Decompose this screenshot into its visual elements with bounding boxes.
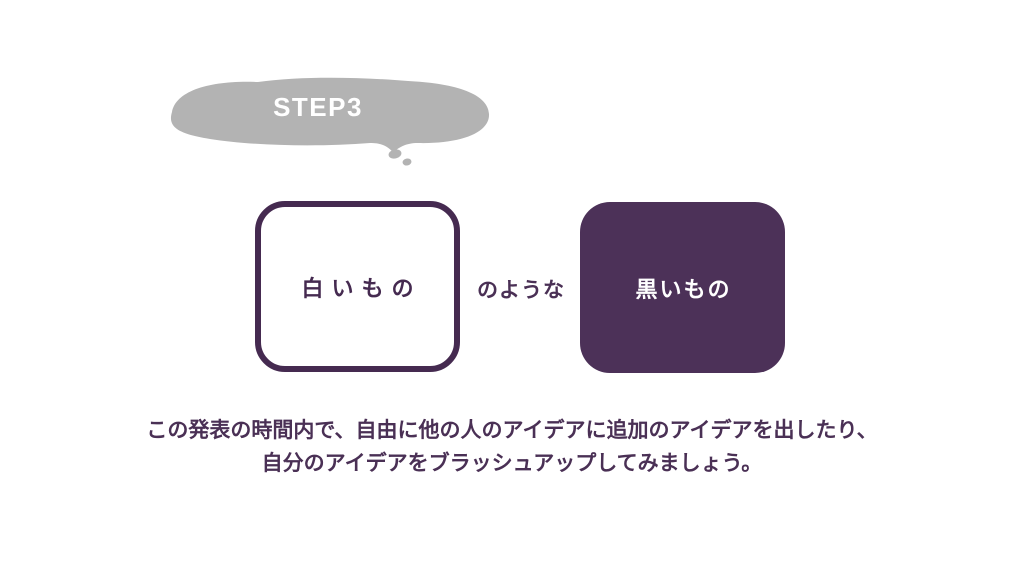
black-item-box: 黒いもの	[580, 202, 785, 373]
step-label: STEP3	[273, 91, 363, 122]
description-text: この発表の時間内で、自由に他の人のアイデアに追加のアイデアを出したり、 自分のア…	[0, 414, 1024, 480]
white-item-label: 白いもの	[301, 275, 422, 301]
description-line-2: 自分のアイデアをブラッシュアップしてみましょう。	[261, 452, 763, 475]
white-item-box: 白いもの	[255, 201, 460, 372]
description-line-1: この発表の時間内で、自由に他の人のアイデアに追加のアイデアを出したり、	[146, 419, 878, 442]
connector-text: のような	[477, 279, 565, 302]
thought-bubble-icon	[170, 77, 490, 166]
black-item-label: 黒いもの	[635, 276, 732, 302]
